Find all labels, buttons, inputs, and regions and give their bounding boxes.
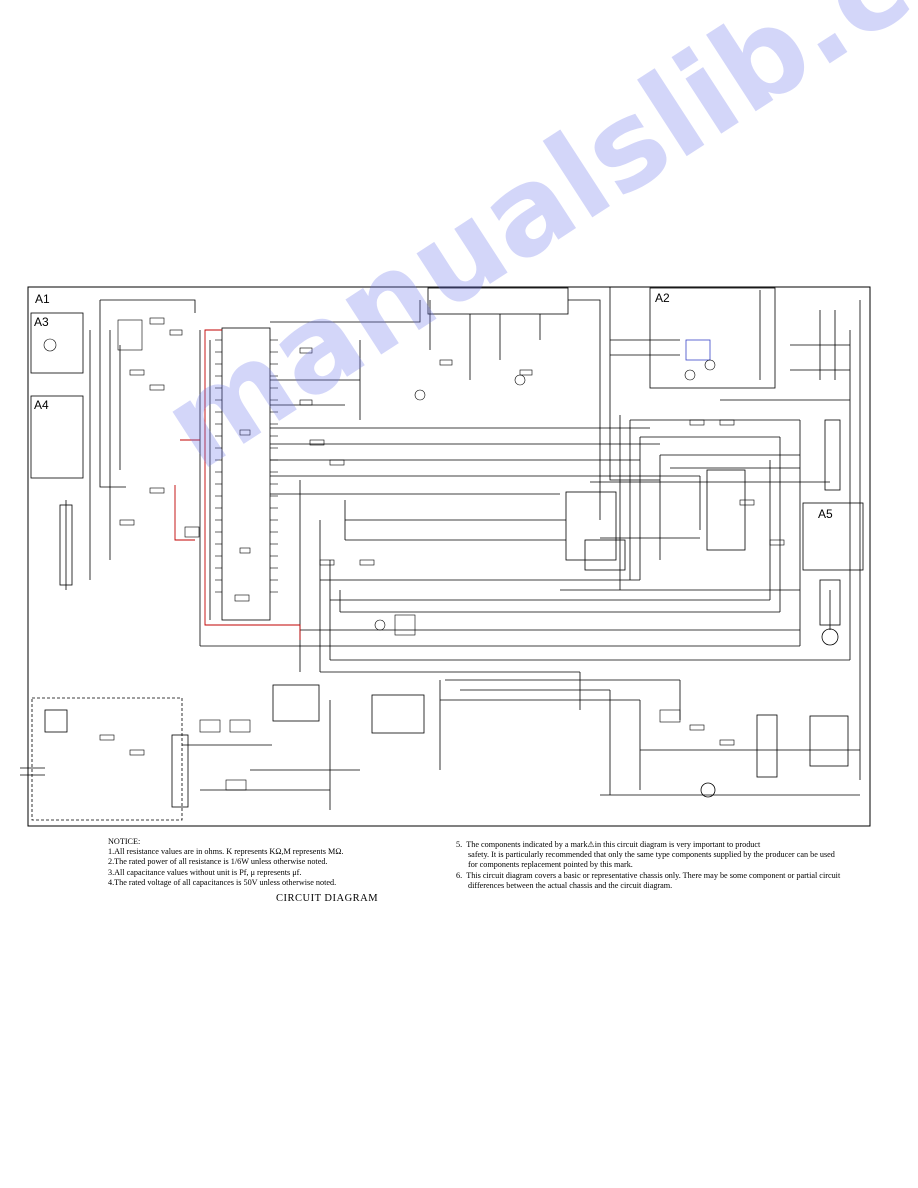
notice-item-5: 5. The components indicated by a mark⚠in…: [456, 840, 840, 850]
notice-item-4: 4.The rated voltage of all capacitances …: [108, 877, 337, 887]
notice-heading: NOTICE:: [108, 837, 141, 846]
notice-item-6-num: 6.: [456, 870, 463, 880]
notice-item-5-line-1: The components indicated by a mark⚠in th…: [466, 840, 761, 849]
notice-item-6: 6. This circuit diagram covers a basic o…: [456, 871, 840, 881]
notice-item-6-line-1: This circuit diagram covers a basic or r…: [466, 870, 841, 880]
notice-item-2: 2.The rated power of all resistance is 1…: [108, 857, 328, 867]
notice-item-5-num: 5.: [456, 840, 463, 849]
diagram-title: CIRCUIT DIAGRAM: [276, 893, 379, 904]
notice-right: 5. The components indicated by a mark⚠in…: [456, 840, 840, 891]
section-label-a3: A3: [34, 315, 49, 329]
notice-item-6-line-2: differences between the actual chassis a…: [468, 880, 673, 890]
section-label-a2: A2: [655, 291, 670, 305]
notice-item-3: 3.All capacitance values without unit is…: [108, 867, 302, 877]
section-label-a5: A5: [818, 507, 833, 521]
notice-left: NOTICE: 1.All resistance values are in o…: [108, 837, 343, 888]
notice-item-5-line-3: for components replacement pointed by th…: [468, 860, 633, 870]
notice-item-1: 1.All resistance values are in ohms. K r…: [108, 847, 344, 857]
section-label-a4: A4: [34, 398, 49, 412]
section-label-a1: A1: [35, 292, 50, 306]
notice-item-5-line-2: safety. It is particularly recommended t…: [468, 850, 835, 860]
